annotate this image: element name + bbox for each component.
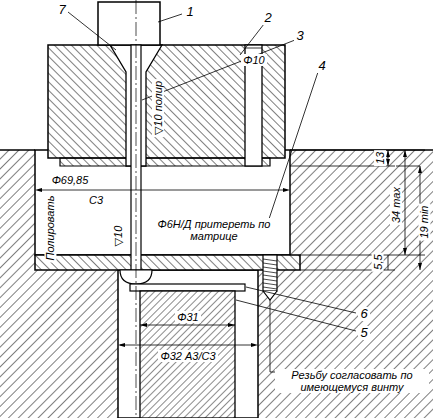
dimension: 13: [374, 150, 386, 166]
thread-stroke: [263, 287, 277, 289]
thread-stroke: [263, 283, 277, 285]
dimension: Φ10: [241, 54, 266, 66]
callout-number: 2: [262, 11, 273, 25]
process-note: Полировать: [44, 194, 56, 263]
callout-number: 3: [294, 29, 305, 43]
dimension: 34 max: [390, 185, 402, 225]
thread-stroke: [263, 263, 277, 265]
dimension: 5,5: [372, 252, 384, 271]
callout-number: 7: [56, 3, 67, 17]
fit-note: Φ6Н/Д притереть по матрице: [152, 218, 276, 242]
callout-number: 1: [184, 5, 195, 19]
callout-number: 4: [316, 59, 327, 73]
dimension: Φ31: [175, 311, 200, 323]
thread-note: Резьбу согласовать по имеющемуся винту: [275, 369, 429, 393]
callout-number: 5: [358, 326, 369, 340]
callout-number: 6: [358, 307, 369, 321]
thread-stroke: [263, 271, 277, 273]
thread-stroke: [263, 267, 277, 269]
tolerance: С3: [87, 194, 105, 206]
dimension: 19 min: [419, 203, 431, 240]
dimension: Φ69,85: [50, 174, 91, 186]
dimension: Φ32 А3/С3: [158, 350, 217, 362]
thread-stroke: [263, 259, 277, 261]
surface-finish: ▽10 полир: [152, 79, 164, 137]
thread-stroke: [263, 275, 277, 277]
thread-stroke: [263, 279, 277, 281]
surface-finish: ▽10: [112, 224, 124, 249]
